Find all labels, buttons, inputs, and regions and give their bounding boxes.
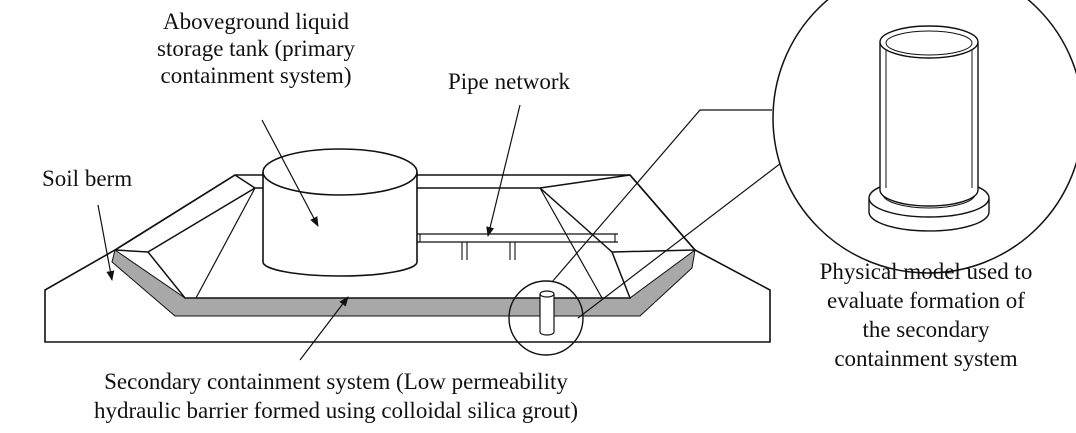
tank-label-line-3: containment system) <box>160 63 352 88</box>
physical-model-zoom <box>772 0 1076 274</box>
secondary-label-line-2: hydraulic barrier formed using colloidal… <box>93 398 579 423</box>
pipe-network-label: Pipe network <box>448 69 571 94</box>
secondary-containment-label: Secondary containment system (Low permea… <box>0 367 672 425</box>
basin-floor-lines <box>195 187 603 299</box>
pipe-network <box>417 233 618 260</box>
zoom-connector-lines <box>551 109 786 319</box>
physical-model-label: Physical model used to evaluate formatio… <box>780 257 1072 373</box>
model-location-circle <box>508 280 584 356</box>
soil-berm-label: Soil berm <box>42 166 133 191</box>
tank-leader-arrow <box>261 119 319 227</box>
physical-model-label-line-2: evaluate formation of <box>827 288 1025 313</box>
physical-model-label-line-4: containment system <box>834 346 1018 371</box>
pipe-leader-arrow <box>486 104 521 237</box>
leader-arrows <box>97 104 521 361</box>
physical-model-label-line-3: the secondary <box>862 317 990 342</box>
tank-label: Aboveground liquid storage tank (primary… <box>126 8 386 89</box>
tank-label-line-1: Aboveground liquid <box>163 9 349 34</box>
secondary-label-line-1: Secondary containment system (Low permea… <box>104 369 568 394</box>
tank-label-line-2: storage tank (primary <box>157 36 355 61</box>
secondary-leader-arrow <box>299 296 349 361</box>
storage-tank <box>262 148 418 277</box>
soil-berm-leader-arrow <box>97 204 115 281</box>
basin-floor <box>147 251 632 299</box>
physical-model-label-line-1: Physical model used to <box>819 259 1033 284</box>
